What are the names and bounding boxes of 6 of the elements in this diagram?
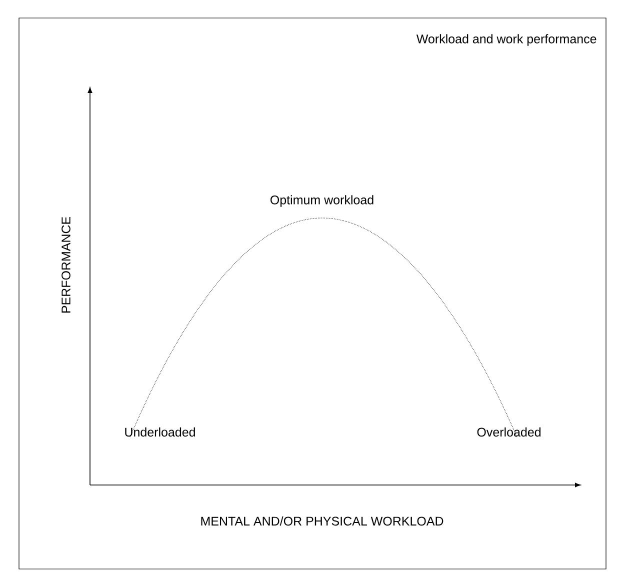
curve-end-label: Underloaded: [125, 427, 195, 437]
curve-end-label: Overloaded: [477, 427, 540, 437]
peak-label: Optimum workload: [270, 195, 374, 207]
title: Workload and work performance: [416, 34, 596, 46]
axis-label: PERFORMANCE: [62, 216, 70, 313]
axis-label: MENTAL AND/OR PHYSICAL WORKLOAD: [201, 516, 444, 526]
